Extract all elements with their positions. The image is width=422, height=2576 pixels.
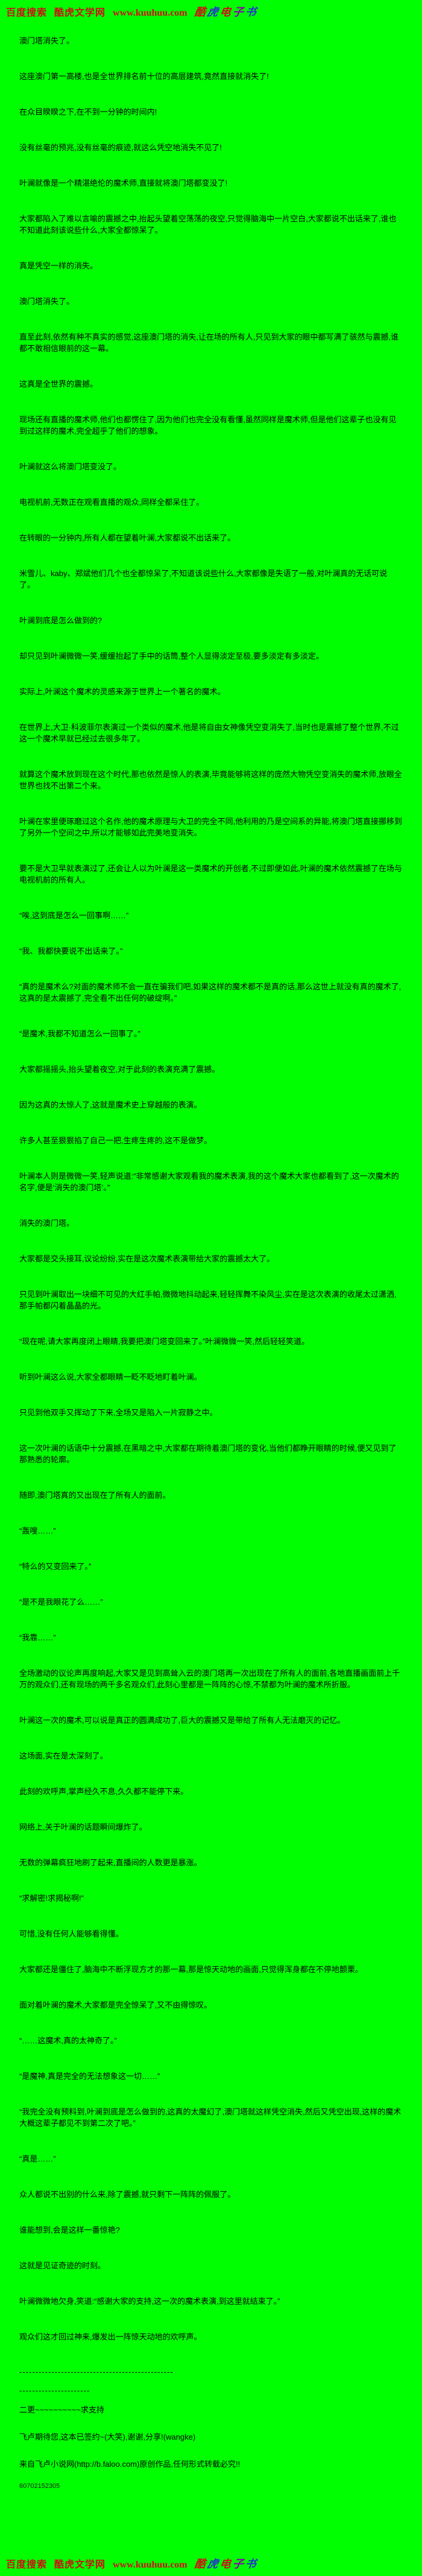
header-search-prefix: 百度搜索 — [6, 8, 48, 18]
paragraph: “唉,这到底是怎么一回事啊……” — [19, 911, 129, 920]
footer-site-name: 酷虎文学网 — [54, 2560, 106, 2570]
divider-line-1: ----------------------------------------… — [19, 2367, 174, 2376]
paragraph: 因为这真的太惊人了,这就是魔术史上穿越般的表演。 — [19, 1100, 202, 1109]
paragraph: 要不是大卫早就表演过了,还会让人以为叶澜是这一类魔术的开创者,不过即便如此,叶澜… — [19, 864, 402, 884]
paragraph: 消失的澳门塔。 — [19, 1219, 75, 1228]
promo-note: 飞卢期待您,这本已签约~(大笑),谢谢,分享!(wangke) — [19, 2432, 196, 2441]
paragraph: 现场还有直播的魔术师,他们也都愣住了,因为他们也完全没有看懂,虽然同样是魔术师,… — [19, 415, 397, 436]
paragraph: 此刻的欢呼声,掌声经久不息,久久都不能停下来。 — [19, 1787, 189, 1796]
paragraph: 观众们这才回过神来,爆发出一阵惊天动地的欢呼声。 — [19, 2332, 202, 2341]
paragraph: 在世界上,大卫·科波菲尔表演过一个类似的魔术,他是将自由女神像凭空变消失了,当时… — [19, 723, 399, 743]
paragraph: 面对着叶澜的魔术,大家都是完全惊呆了,又不由得惊叹。 — [19, 2000, 212, 2010]
paragraph: 这一次叶澜的话语中十分震撼,在黑暗之中,大家都在期待着澳门塔的变化,当他们都睁开… — [19, 1444, 397, 1464]
paragraph: 真是凭空一样的消失。 — [19, 261, 98, 270]
paragraph: “……这魔术,真的太神奇了。” — [19, 2036, 117, 2045]
paragraph: “现在呢,请大家再度闭上眼睛,我要把澳门塔变回来了。”叶澜微微一笑,然后轻轻笑道… — [19, 1337, 309, 1346]
paragraph: 澳门塔消失了。 — [19, 36, 75, 45]
paragraph: 叶澜这一次的魔术,可以说是真正的圆满成功了,巨大的震撼又是带给了所有人无法磨灭的… — [19, 1716, 345, 1725]
paragraph: 却只见到叶澜微微一笑,缓缓抬起了手中的话筒,整个人显得淡定至极,要多淡定有多淡定… — [19, 652, 324, 661]
paragraph: 只见到他双手又挥动了下来,全场又是陷入一片寂静之中。 — [19, 1408, 218, 1417]
paragraph: 全场激动的议论声再度响起,大家又是见到高耸入云的澳门塔再一次出现在了所有人的面前… — [19, 1669, 400, 1689]
paragraph: 大家都还是僵住了,脑海中不断浮现方才的那一幕,那是惊天动地的画面,只觉得浑身都在… — [19, 1965, 363, 1974]
footer-banner: 百度搜索 酷虎文学网 www.kuuhuu.com 酷虎电子书 — [0, 2553, 422, 2576]
paragraph: 只见到叶澜取出一块细不可见的大红手帕,微微地抖动起来,轻轻挥舞不染风尘,实在是这… — [19, 1290, 397, 1310]
paragraph: 听到叶澜这么说,大家全都眼睛一眨不眨地盯着叶澜。 — [19, 1372, 202, 1382]
chapter-content: 澳门塔消失了。这座澳门第一高楼,也是全世界排名前十位的高层建筑,竟然直接就消失了… — [0, 22, 422, 2343]
paragraph: 叶澜就像是一个精湛绝伦的魔术师,直接就将澳门塔都变没了! — [19, 179, 228, 188]
paragraph: 叶澜微微地欠身,笑道:“感谢大家的支持,这一次的魔术表演,到这里就结束了。” — [19, 2297, 280, 2306]
paragraph: 没有丝毫的预兆,没有丝毫的痕迹,就这么凭空地消失不见了! — [19, 143, 222, 152]
paragraph: 随即,澳门塔真的又出现在了所有人的面前。 — [19, 1491, 171, 1500]
paragraph: 在转眼的一分钟内,所有人都在望着叶澜,大家都说不出话来了。 — [19, 533, 236, 542]
paragraph: 叶澜就这么将澳门塔变没了。 — [19, 462, 122, 471]
paragraph: 网络上,关于叶澜的话题瞬间爆炸了。 — [19, 1823, 147, 1832]
paragraph: “真是……” — [19, 2154, 56, 2163]
paragraph: 这真是全世界的震撼。 — [19, 379, 98, 389]
endnotes: ----------------------------------------… — [0, 2367, 422, 2490]
paragraph: “我、我都快要说不出话来了。” — [19, 947, 123, 956]
paragraph: 米雪儿、kaby、郑斌他们几个也全都惊呆了,不知道该说些什么,大家都像是失语了一… — [19, 569, 388, 589]
paragraph: 澳门塔消失了。 — [19, 297, 75, 306]
paragraph: 大家都陷入了难以言喻的震撼之中,抬起头望着空荡荡的夜空,只觉得脑海中一片空白,大… — [19, 214, 397, 235]
update-note: 二更~~~~~~~~~~求支持 — [19, 2405, 104, 2414]
paragraph: “求解密!求揭秘啊!” — [19, 1894, 84, 1903]
paragraph: “真的是魔术么?对面的魔术师不会一直在骗我们吧,如果这样的魔术都不是真的话,那么… — [19, 982, 402, 1003]
paragraph: 大家都是交头接耳,议论纷纷,实在是这次魔术表演带给大家的震撼太大了。 — [19, 1254, 275, 1263]
paragraph: “轰嗖……” — [19, 1526, 56, 1535]
footer-site-url[interactable]: www.kuuhuu.com — [113, 2560, 187, 2570]
paragraph: 这就是见证奇迹的时刻。 — [19, 2261, 106, 2270]
paragraph: 谁能想到,会是这样一番惊艳? — [19, 2225, 120, 2235]
chapter-code: 60702152305 — [19, 2482, 60, 2490]
paragraph: 直至此刻,依然有种不真实的感觉,这座澳门塔的消失,让在场的所有人,只见到大家的眼… — [19, 332, 399, 353]
copyright-line: 来自飞卢小说网(http://b.faloo.com)原创作品,任何形式转载必究… — [19, 2460, 241, 2469]
paragraph: “是魔术,我都不知道怎么一回事了。” — [19, 1029, 140, 1038]
paragraph: 叶澜在家里便琢磨过这个名作,他的魔术原理与大卫的完全不同,他利用的乃是空间系的异… — [19, 817, 402, 837]
paragraph: “特么的又变回来了。” — [19, 1562, 92, 1571]
paragraph: “我靠……” — [19, 1633, 56, 1642]
paragraph: 电视机前,无数正在观看直播的观众,同样全都呆住了。 — [19, 498, 204, 507]
paragraph: 就算这个魔术放到现在这个时代,那也依然是惊人的表演,毕竟能够将这样的庞然大物凭空… — [19, 770, 402, 790]
paragraph: 实际上,叶澜这个魔术的灵感来源于世界上一个著名的魔术。 — [19, 687, 225, 696]
paragraph: 无数的弹幕疯狂地刷了起来,直播间的人数更是暴涨。 — [19, 1858, 202, 1867]
header-site-name: 酷虎文学网 — [54, 8, 106, 18]
paragraph: 可惜,没有任何人能够看得懂。 — [19, 1929, 124, 1938]
paragraph: “是不是我眼花了么……” — [19, 1597, 103, 1607]
paragraph: 众人都说不出别的什么来,除了震撼,就只剩下一阵阵的佩服了。 — [19, 2190, 236, 2199]
footer-search-prefix: 百度搜索 — [6, 2560, 48, 2570]
paragraph: 叶澜到底是怎么做到的? — [19, 616, 102, 625]
header-decor-text: 酷虎电子书 — [194, 6, 259, 18]
paragraph: 许多人甚至狠狠掐了自己一把,生疼生疼的,这不是做梦。 — [19, 1136, 212, 1145]
footer-decor-text: 酷虎电子书 — [194, 2558, 259, 2570]
paragraph: 这场面,实在是太深刻了。 — [19, 1751, 108, 1760]
paragraph: “我完全没有预料到,叶澜到底是怎么做到的,这真的太魔幻了,澳门塔就这样凭空消失,… — [19, 2107, 402, 2128]
divider-line-2: ---------------------- — [19, 2386, 90, 2395]
paragraph: 叶澜本人则是微微一笑,轻声说道:“非常感谢大家观看我的魔术表演,我的这个魔术大家… — [19, 1172, 399, 1192]
paragraph: 大家都摇摇头,抬头望着夜空,对于此刻的表演充满了震撼。 — [19, 1065, 220, 1074]
paragraph: 在众目睽睽之下,在不到一分钟的时间内! — [19, 107, 157, 116]
header-site-url[interactable]: www.kuuhuu.com — [113, 8, 187, 18]
paragraph: 这座澳门第一高楼,也是全世界排名前十位的高层建筑,竟然直接就消失了! — [19, 72, 269, 81]
header-banner: 百度搜索 酷虎文学网 www.kuuhuu.com 酷虎电子书 — [0, 0, 422, 22]
paragraph: “是魔神,真是完全的无法想象这一切……” — [19, 2072, 160, 2081]
